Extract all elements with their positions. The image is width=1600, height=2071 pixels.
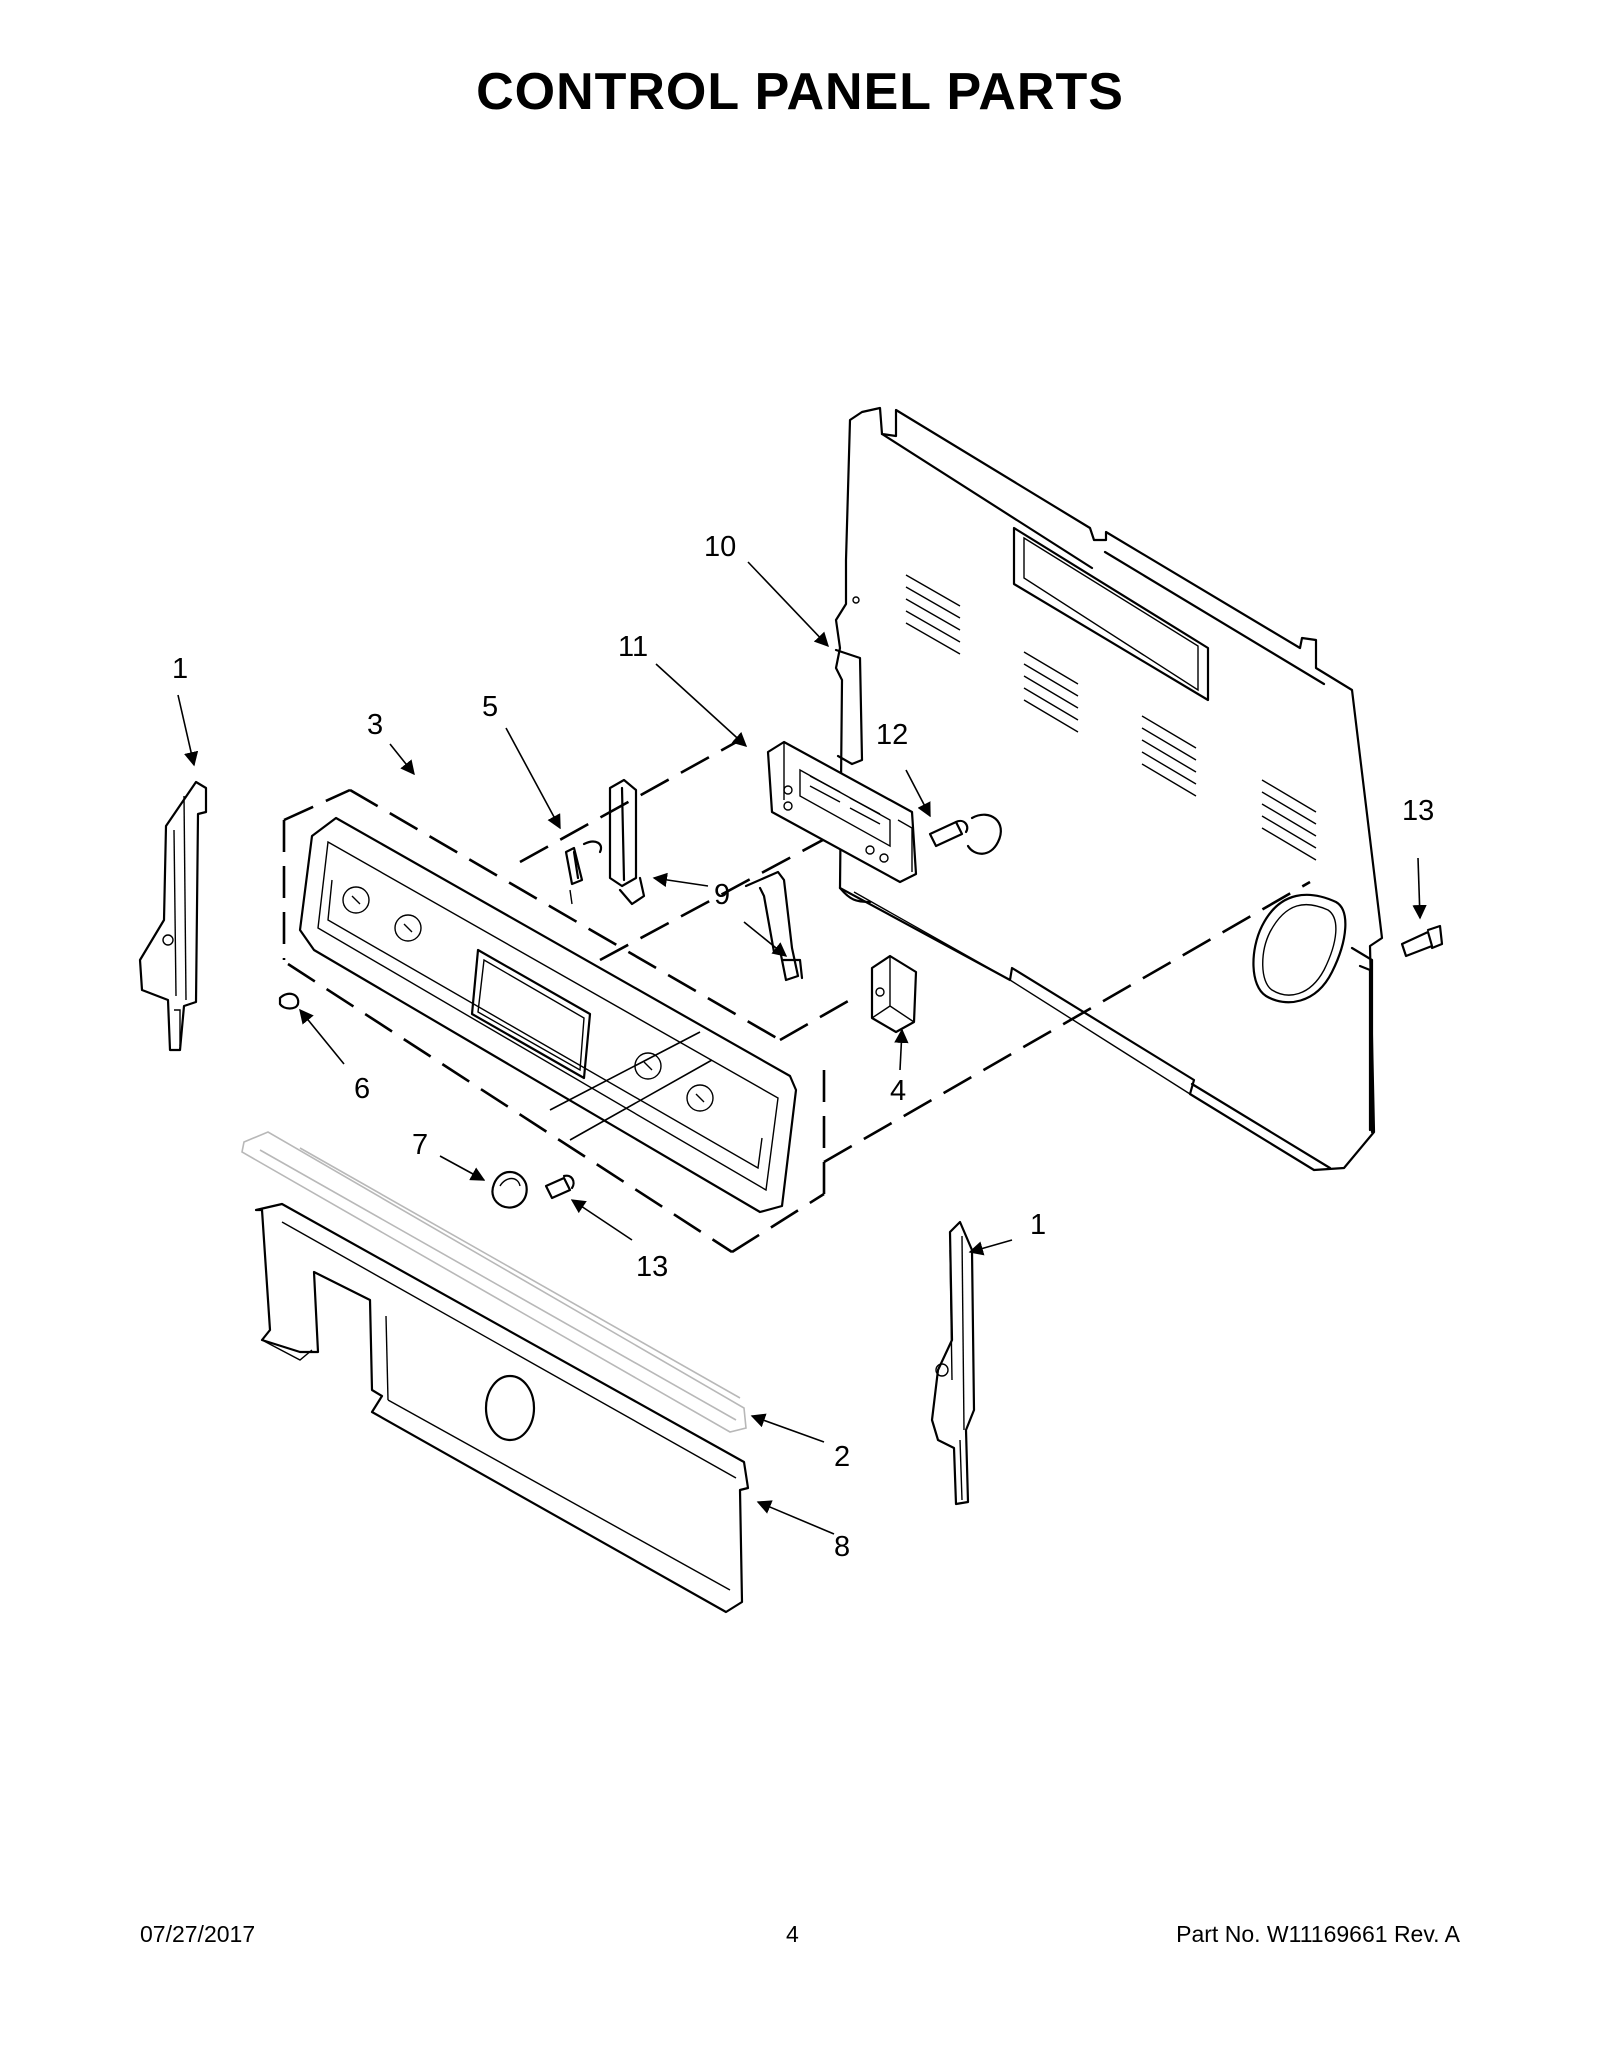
callout-3: 3 — [367, 709, 383, 741]
side-bracket-left-part — [138, 780, 208, 1052]
callout-12: 12 — [876, 719, 908, 751]
callout-6: 6 — [354, 1073, 370, 1105]
callout-2: 2 — [834, 1441, 850, 1473]
screw-part — [544, 1174, 575, 1200]
screw-part — [278, 992, 300, 1010]
part-number: W11169661 — [1266, 1921, 1388, 1947]
wire-harness-part — [564, 840, 603, 905]
knob-part — [491, 1170, 528, 1209]
rev-value: A — [1444, 1921, 1460, 1947]
footer-page-number: 4 — [786, 1921, 799, 1947]
callout-5: 5 — [482, 691, 498, 723]
page-title: CONTROL PANEL PARTS — [476, 63, 1124, 121]
side-bracket-right-part — [930, 1220, 976, 1506]
callout-13-bottom: 13 — [636, 1251, 668, 1283]
callout-labels: 1 1 2 3 4 5 6 7 8 9 10 11 12 13 13 — [172, 531, 1434, 1563]
electronic-control-board-part — [766, 740, 918, 884]
callout-11: 11 — [618, 631, 648, 663]
callout-7: 7 — [412, 1129, 428, 1161]
mounting-bracket-part — [608, 778, 646, 906]
leader-lines — [177, 561, 1427, 1535]
lower-panel-part — [254, 1202, 750, 1614]
callout-13-right: 13 — [1402, 795, 1434, 827]
footer-part-number: Part No. W11169661 Rev. A — [1176, 1921, 1460, 1948]
callout-1-right: 1 — [1030, 1209, 1046, 1241]
callout-4: 4 — [890, 1075, 906, 1107]
mounting-bracket-part — [744, 870, 804, 982]
screw-part — [928, 813, 1002, 855]
callout-9: 9 — [714, 879, 730, 911]
callout-1-left: 1 — [172, 653, 188, 685]
screw-part — [1400, 924, 1444, 958]
callout-8: 8 — [834, 1531, 850, 1563]
rear-control-panel-part — [834, 406, 1384, 1172]
callout-10: 10 — [704, 531, 736, 563]
control-panel-console-part — [298, 816, 798, 1214]
rev-label: Rev. — [1393, 1921, 1440, 1947]
switch-part — [870, 954, 918, 1034]
footer-date: 07/27/2017 — [140, 1921, 256, 1947]
part-label: Part No. — [1176, 1921, 1261, 1947]
trim-strip-part — [241, 1131, 747, 1433]
